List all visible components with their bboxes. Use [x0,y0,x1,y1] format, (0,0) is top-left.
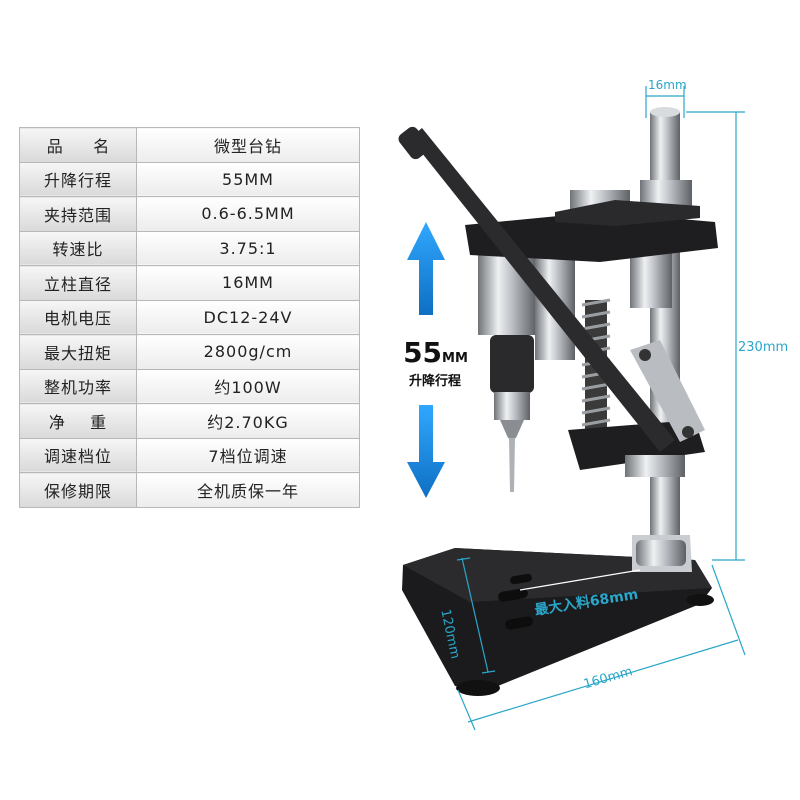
spec-label: 升降行程 [19,161,137,197]
spec-value: 约100W [136,368,360,404]
spec-label: 转速比 [19,230,137,266]
spec-label: 电机电压 [19,299,137,335]
spec-value: 约2.70KG [136,403,360,439]
spec-label: 立柱直径 [19,265,137,301]
stroke-number: 55 [403,336,443,369]
spec-label: 夹持范围 [19,196,137,232]
column-diameter-label: 16mm [648,78,687,92]
stroke-caption: 升降行程 [408,374,461,389]
column [632,107,692,572]
height-label: 230mm [738,340,789,355]
spec-value: 55MM [136,161,360,197]
drill-bit [509,438,515,492]
spec-value: 7档位调速 [136,437,360,473]
spec-row: 整机功率约100W [19,368,360,404]
spec-label: 最大扭矩 [19,334,137,370]
stroke-label: 55MM [398,336,473,369]
motor-head [465,180,718,360]
height-dimension [686,111,745,561]
feed-lever [398,126,705,452]
spec-label: 净 重 [19,403,137,439]
max-feed-dimension [519,569,641,591]
width-dimension [457,564,746,731]
spec-row: 保修期限全机质保一年 [19,472,360,508]
lower-carriage [568,420,705,477]
spec-value: 微型台钻 [136,127,360,163]
drill-chuck [490,335,534,438]
spec-label: 品 名 [19,127,137,163]
spec-row: 品 名微型台钻 [19,127,360,163]
spec-row: 净 重约2.70KG [19,403,360,439]
column-dimension [645,86,685,118]
depth-dimension [456,557,496,674]
spec-label: 保修期限 [19,472,137,508]
spec-value: 16MM [136,265,360,301]
spec-value: 全机质保一年 [136,472,360,508]
stroke-up-arrow-icon [407,222,445,315]
spec-value: 3.75:1 [136,230,360,266]
stroke-down-arrow-icon [407,405,445,498]
stroke-unit: MM [442,351,468,366]
